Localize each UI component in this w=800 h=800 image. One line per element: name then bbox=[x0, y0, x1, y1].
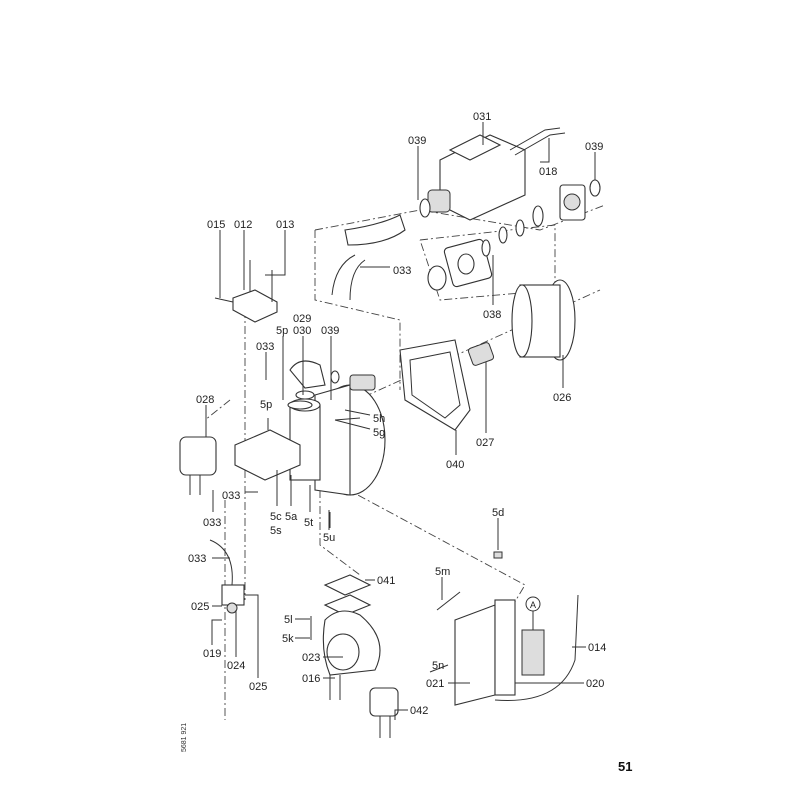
label-5s: 5s bbox=[270, 525, 282, 537]
cable-033 bbox=[331, 254, 356, 296]
label-a: A bbox=[530, 600, 536, 610]
label-018: 018 bbox=[539, 166, 557, 178]
label-5h: 5h bbox=[373, 413, 385, 425]
label-033: 033 bbox=[188, 553, 206, 565]
burner-housing bbox=[234, 360, 386, 496]
label-026: 026 bbox=[553, 392, 571, 404]
callout-circle-a bbox=[525, 596, 541, 612]
part-025-solenoid-valve bbox=[209, 539, 245, 614]
part-028-ignition-transformer bbox=[179, 436, 217, 495]
label-039: 039 bbox=[321, 325, 339, 337]
part-026-motor bbox=[511, 279, 576, 361]
label-014: 014 bbox=[588, 642, 606, 654]
label-031: 031 bbox=[473, 111, 491, 123]
label-038: 038 bbox=[483, 309, 501, 321]
part-027-coupling bbox=[467, 342, 495, 366]
page-number: 51 bbox=[618, 759, 632, 774]
label-023: 023 bbox=[302, 652, 320, 664]
part-040-gasket bbox=[399, 339, 471, 431]
label-013: 013 bbox=[276, 219, 294, 231]
part-031-gas-valve bbox=[427, 127, 566, 221]
part-labels: 031 039 039 018 015 012 013 033 038 029 … bbox=[188, 111, 606, 717]
label-5a: 5a bbox=[285, 511, 298, 523]
connector bbox=[349, 374, 376, 391]
label-030: 030 bbox=[293, 325, 311, 337]
label-027: 027 bbox=[476, 437, 494, 449]
label-024: 024 bbox=[227, 660, 245, 672]
label-012: 012 bbox=[234, 219, 252, 231]
label-015: 015 bbox=[207, 219, 225, 231]
cable-033 bbox=[349, 259, 366, 301]
label-5l: 5l bbox=[284, 614, 293, 626]
label-016: 016 bbox=[302, 673, 320, 685]
label-025: 025 bbox=[249, 681, 267, 693]
label-042: 042 bbox=[410, 705, 428, 717]
label-028: 028 bbox=[196, 394, 214, 406]
part-041-gasket bbox=[323, 574, 372, 616]
label-5n: 5n bbox=[432, 660, 444, 672]
label-033: 033 bbox=[222, 490, 240, 502]
label-5p: 5p bbox=[260, 399, 272, 411]
part-038-seals bbox=[427, 205, 544, 291]
part-021-control-unit bbox=[454, 594, 579, 706]
gas-hose bbox=[344, 214, 406, 246]
part-flange bbox=[559, 184, 586, 221]
label-039: 039 bbox=[408, 135, 426, 147]
label-020: 020 bbox=[586, 678, 604, 690]
label-033: 033 bbox=[203, 517, 221, 529]
label-033: 033 bbox=[393, 265, 411, 277]
label-041: 041 bbox=[377, 575, 395, 587]
label-5c: 5c bbox=[270, 511, 282, 523]
label-5g: 5g bbox=[373, 427, 385, 439]
part-042-plug bbox=[369, 687, 399, 738]
part-012-junction-box bbox=[214, 260, 278, 323]
seal-039 bbox=[330, 370, 340, 384]
label-5t: 5t bbox=[304, 517, 313, 529]
label-5u: 5u bbox=[323, 532, 335, 544]
label-5p: 5p bbox=[276, 325, 288, 337]
label-5d: 5d bbox=[492, 507, 504, 519]
label-021: 021 bbox=[426, 678, 444, 690]
leader-lines bbox=[205, 122, 596, 720]
label-039: 039 bbox=[585, 141, 603, 153]
label-025: 025 bbox=[191, 601, 209, 613]
part-039-seal bbox=[589, 179, 601, 197]
label-5k: 5k bbox=[282, 633, 294, 645]
label-029: 029 bbox=[293, 313, 311, 325]
part-039-seal bbox=[419, 198, 431, 218]
fasteners bbox=[267, 417, 503, 673]
part-023-fan bbox=[322, 610, 381, 700]
label-040: 040 bbox=[446, 459, 464, 471]
label-5m: 5m bbox=[435, 566, 450, 578]
label-033: 033 bbox=[256, 341, 274, 353]
label-019: 019 bbox=[203, 648, 221, 660]
document-number: 5681 921 bbox=[181, 723, 188, 752]
